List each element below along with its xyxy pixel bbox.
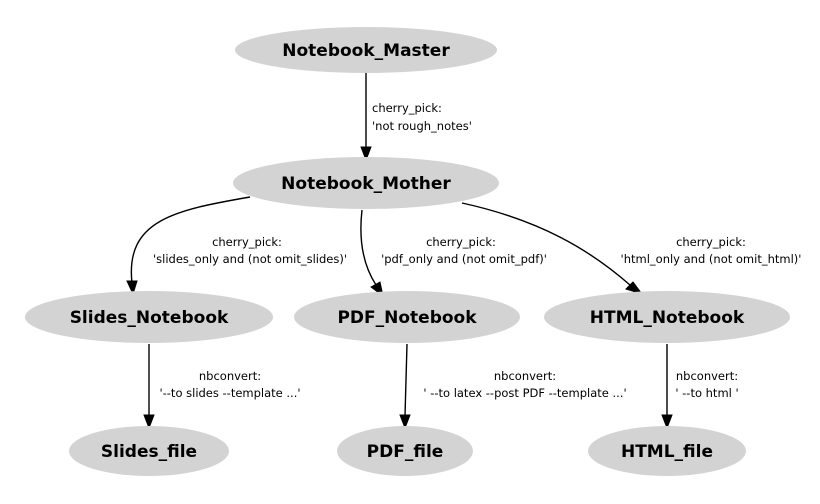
edge-label-line2: ' --to latex --post PDF --template ...'	[423, 386, 626, 400]
edge-line	[130, 196, 251, 284]
arrow-head	[661, 414, 673, 430]
node-ellipse	[235, 27, 497, 73]
node-ellipse	[69, 426, 229, 476]
arrow-head	[360, 146, 372, 162]
node-label: Slides_file	[101, 442, 197, 462]
node-html-notebook: HTML_Notebook	[544, 291, 790, 343]
edge-label-line1: cherry_pick:	[372, 101, 442, 115]
edge-mother-to-slides: cherry_pick: 'slides_only and (not omit_…	[126, 196, 347, 296]
node-pdf-notebook: PDF_Notebook	[294, 291, 520, 343]
edge-html-to-file: nbconvert: ' --to html '	[661, 344, 739, 430]
node-ellipse	[544, 291, 790, 343]
edge-label-line2: 'slides_only and (not omit_slides)'	[153, 252, 347, 266]
edge-line	[360, 209, 377, 286]
node-label: Notebook_Master	[282, 41, 450, 61]
edge-label-line1: nbconvert:	[676, 369, 738, 383]
edge-slides-to-file: nbconvert: '--to slides --template ...'	[143, 344, 301, 430]
edge-pdf-to-file: nbconvert: ' --to latex --post PDF --tem…	[399, 343, 627, 430]
edge-label-line1: cherry_pick:	[676, 235, 746, 249]
node-html-file: HTML_file	[588, 426, 746, 476]
node-label: HTML_file	[621, 442, 713, 462]
node-ellipse	[25, 291, 273, 343]
edge-label-line2: ' --to html '	[675, 386, 738, 400]
node-label: HTML_Notebook	[590, 308, 745, 328]
arrow-head	[126, 280, 138, 296]
arrow-head	[625, 281, 644, 295]
edge-mother-to-html: cherry_pick: 'html_only and (not omit_ht…	[461, 202, 802, 295]
edge-master-to-mother: cherry_pick: 'not rough_notes'	[360, 72, 472, 162]
node-ellipse	[337, 426, 473, 476]
node-slides-notebook: Slides_Notebook	[25, 291, 273, 343]
node-notebook-master: Notebook_Master	[235, 27, 497, 73]
arrow-head	[399, 414, 411, 430]
node-ellipse	[294, 291, 520, 343]
node-label: PDF_file	[367, 442, 444, 462]
node-label: PDF_Notebook	[337, 308, 477, 328]
edge-line	[404, 343, 408, 417]
node-ellipse	[233, 157, 499, 209]
edge-line	[461, 202, 631, 286]
node-label: Notebook_Mother	[281, 174, 451, 194]
edge-label-line1: nbconvert:	[494, 369, 556, 383]
edge-label-line2: '--to slides --template ...'	[159, 386, 300, 400]
edge-label-line2: 'pdf_only and (not omit_pdf)'	[381, 252, 547, 266]
edge-label-line2: 'html_only and (not omit_html)'	[621, 252, 802, 266]
arrow-head	[143, 414, 155, 430]
edge-mother-to-pdf: cherry_pick: 'pdf_only and (not omit_pdf…	[360, 209, 547, 298]
node-slides-file: Slides_file	[69, 426, 229, 476]
node-pdf-file: PDF_file	[337, 426, 473, 476]
node-ellipse	[588, 426, 746, 476]
edge-label-line1: nbconvert:	[199, 369, 261, 383]
edge-label-line2: 'not rough_notes'	[372, 119, 472, 133]
node-notebook-mother: Notebook_Mother	[233, 157, 499, 209]
edge-label-line1: cherry_pick:	[426, 235, 496, 249]
node-label: Slides_Notebook	[70, 308, 229, 328]
edge-label-line1: cherry_pick:	[212, 235, 282, 249]
